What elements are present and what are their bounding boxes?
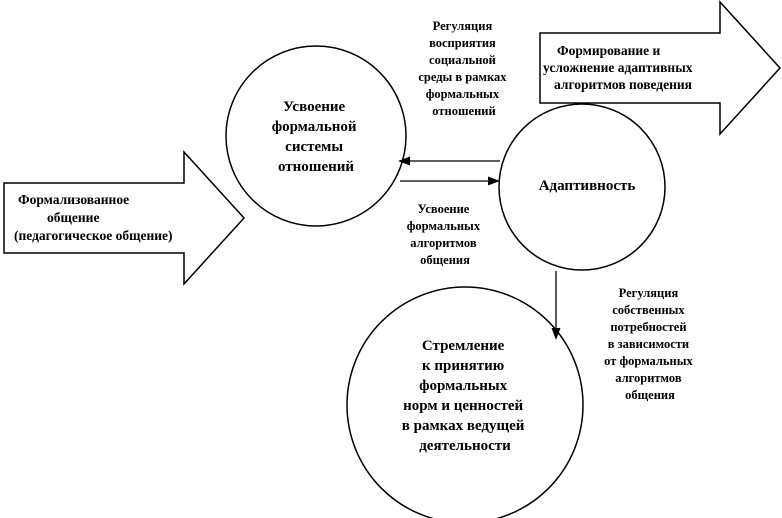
- algorithm-assimilation-arrowhead: [488, 176, 500, 186]
- needs-regulation-arrowhead: [551, 328, 561, 340]
- formal-norms-label: Стремление к принятию формальных норм и …: [402, 338, 528, 454]
- perception-regulation-line: Регуляция: [433, 19, 493, 33]
- perception-regulation-line: восприятия: [429, 36, 496, 50]
- adaptive-algorithms-arrow: [539, 0, 782, 136]
- perception-regulation-label: Регуляция восприятия социальной среды в …: [418, 19, 509, 118]
- perception-regulation-line: среды в рамках: [418, 70, 507, 84]
- algorithm-assimilation-line: общения: [420, 253, 470, 267]
- formal-norms-line: в рамках ведущей: [402, 418, 525, 434]
- formal-system-line: отношений: [278, 159, 354, 175]
- adaptivity-circle: [498, 103, 666, 271]
- perception-regulation-line: формальных: [426, 87, 500, 101]
- needs-regulation-line: собственных: [612, 303, 685, 317]
- formalized-communication-line: общение: [47, 210, 99, 225]
- formal-norms-line: Стремление: [422, 338, 505, 354]
- formal-system-circle: [225, 45, 407, 227]
- adaptive-algorithms-line: алгоритмов поведения: [554, 77, 692, 92]
- formal-system-line: формальной: [272, 119, 357, 135]
- adaptive-algorithms-label: Формирование и усложнение адаптивных алг…: [543, 43, 696, 92]
- formal-system-line: Усвоение: [283, 99, 345, 115]
- formalized-communication-line: (педагогическое общение): [14, 228, 173, 243]
- needs-regulation-line: общения: [625, 388, 675, 402]
- perception-regulation-line: отношений: [432, 104, 495, 118]
- perception-regulation-arrowhead: [398, 156, 410, 166]
- adaptive-algorithms-line: усложнение адаптивных: [543, 60, 693, 75]
- algorithm-assimilation-line: Усвоение: [418, 202, 470, 216]
- formalized-communication-line: Формализованное: [18, 192, 129, 207]
- needs-regulation-line: в зависимости: [608, 337, 689, 351]
- algorithm-assimilation-line: формальных: [407, 219, 481, 233]
- perception-regulation-line: социальной: [429, 53, 496, 67]
- formal-norms-line: деятельности: [419, 438, 511, 454]
- needs-regulation-label: Регуляция собственных потребностей в зав…: [604, 286, 696, 402]
- formal-system-line: системы: [285, 139, 343, 155]
- formal-norms-circle: [346, 286, 584, 518]
- formalized-communication-label: Формализованное общение (педагогическое …: [14, 192, 173, 243]
- algorithm-assimilation-line: алгоритмов: [410, 236, 477, 250]
- formal-norms-line: норм и ценностей: [403, 398, 523, 414]
- formal-norms-line: к принятию: [422, 358, 504, 374]
- needs-regulation-line: Регуляция: [619, 286, 679, 300]
- needs-regulation-line: потребностей: [610, 320, 686, 334]
- needs-regulation-line: от формальных: [604, 354, 693, 368]
- algorithm-assimilation-label: Усвоение формальных алгоритмов общения: [407, 202, 483, 267]
- adaptive-algorithms-line: Формирование и: [557, 43, 661, 58]
- formal-system-label: Усвоение формальной системы отношений: [272, 99, 361, 175]
- formalized-communication-arrow: [3, 150, 246, 286]
- adaptivity-line: Адаптивность: [539, 178, 636, 194]
- adaptivity-label: Адаптивность: [539, 178, 636, 194]
- formal-norms-line: формальных: [419, 378, 507, 394]
- needs-regulation-line: алгоритмов: [615, 371, 682, 385]
